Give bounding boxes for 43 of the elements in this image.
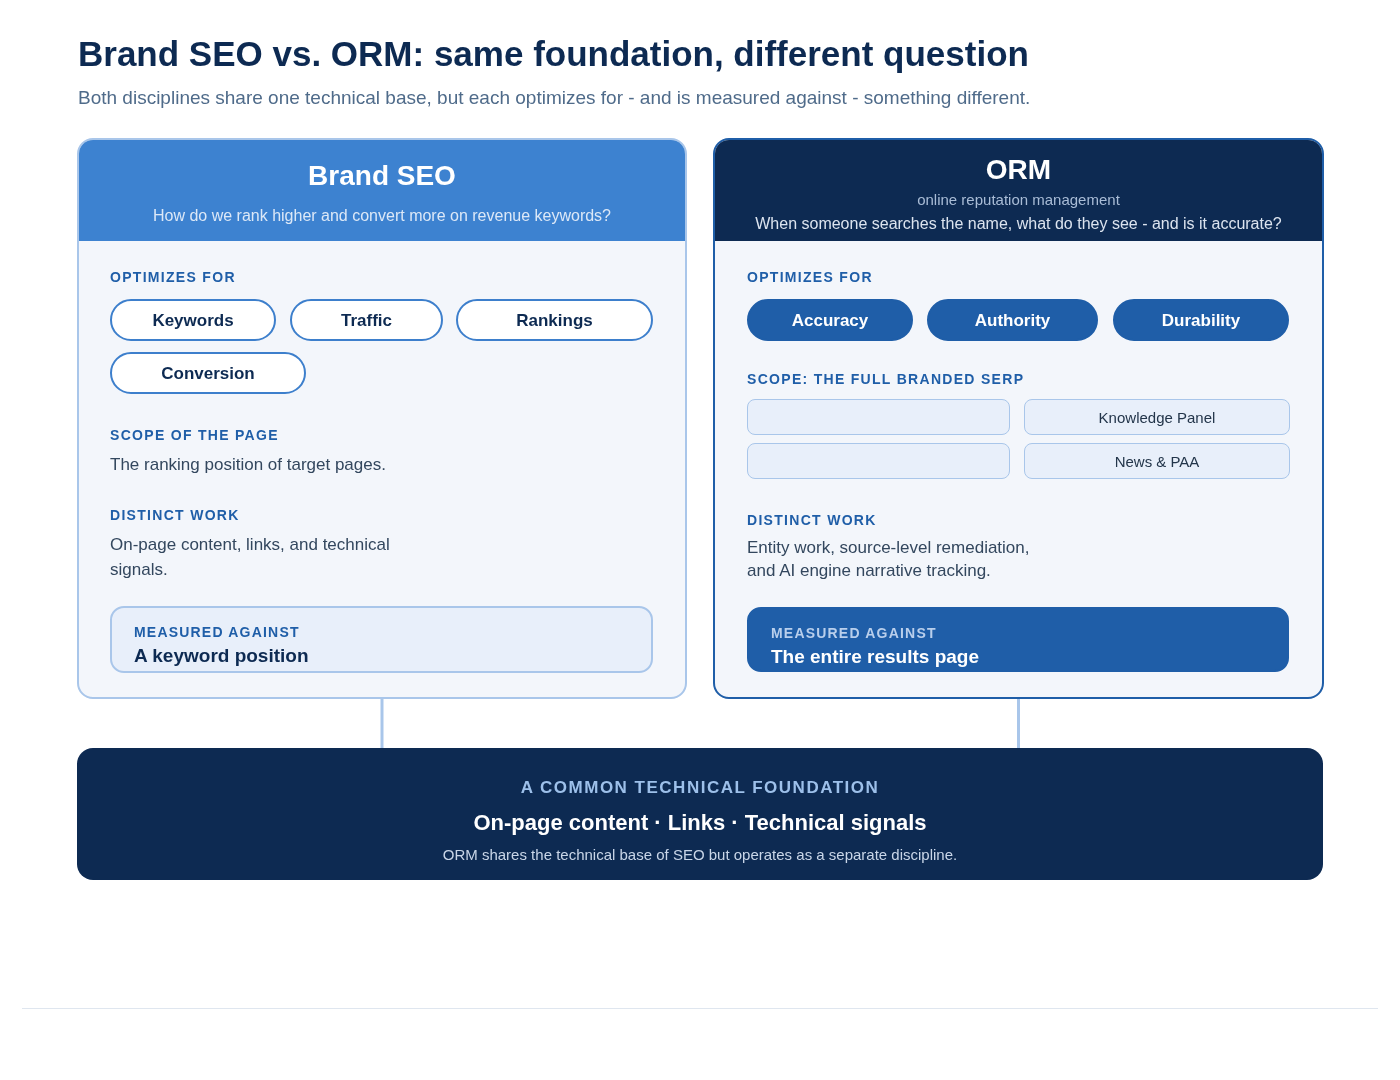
body-text: Entity work, source-level remediation, and AI engine narrative tracking. [747, 537, 1031, 582]
serp-feature-tile: News & PAA [1024, 443, 1290, 479]
section-heading: DISTINCT WORK [110, 506, 240, 525]
measure-card [110, 606, 653, 673]
page-title: Brand SEO vs. ORM: same foundation, different question [78, 33, 1029, 75]
panel-header [715, 140, 1322, 241]
section-heading: SCOPE OF THE PAGE [110, 426, 279, 445]
panel-header [79, 140, 685, 241]
panel-title: ORM [984, 153, 1053, 187]
serp-feature-tile [747, 443, 1010, 479]
serp-feature-tile [747, 399, 1010, 435]
comparison-panel [713, 138, 1324, 699]
section-heading: DISTINCT WORK [747, 511, 877, 530]
measure-value: A keyword position [134, 644, 309, 668]
banner-heading: A COMMON TECHNICAL FOUNDATION [519, 778, 881, 798]
section-heading: SCOPE: THE FULL BRANDED SERP [747, 370, 1025, 389]
body-text: On-page content, links, and technical signals. [110, 534, 391, 581]
banner-title: On-page content · Links · Technical signals [472, 809, 928, 837]
measure-card [747, 607, 1289, 672]
goal-tag: Traffic [290, 299, 443, 341]
goal-tag: Accuracy [747, 299, 913, 341]
section-heading: OPTIMIZES FOR [747, 268, 873, 287]
foundation-banner [77, 748, 1323, 880]
connector-line [1017, 699, 1020, 748]
panel-title: Brand SEO [307, 159, 457, 193]
comparison-panel [77, 138, 687, 699]
measure-value: The entire results page [771, 645, 979, 669]
goal-tag: Authority [927, 299, 1098, 341]
page-subtitle: Both disciplines share one technical base, but each optimizes for - and is measured against - something different. [78, 86, 1031, 110]
section-heading: OPTIMIZES FOR [110, 268, 236, 287]
body-text: The ranking position of target pages. [110, 454, 387, 476]
goal-tag: Durability [1113, 299, 1289, 341]
connector-line [380, 699, 384, 748]
serp-feature-tile: Knowledge Panel [1024, 399, 1290, 435]
goal-tag: Conversion [110, 352, 306, 394]
goal-tag: Keywords [110, 299, 276, 341]
measure-label: MEASURED AGAINST [134, 623, 300, 642]
banner-note: ORM shares the technical base of SEO but operates as a separate discipline. [441, 845, 959, 865]
panel-question: When someone searches the name, what do they see - and is it accurate? [754, 214, 1283, 234]
measure-label: MEASURED AGAINST [771, 624, 937, 643]
panel-question: How do we rank higher and convert more on revenue keywords? [152, 206, 612, 226]
panel-subtitle: online reputation management [916, 190, 1121, 210]
goal-tag: Rankings [456, 299, 653, 341]
